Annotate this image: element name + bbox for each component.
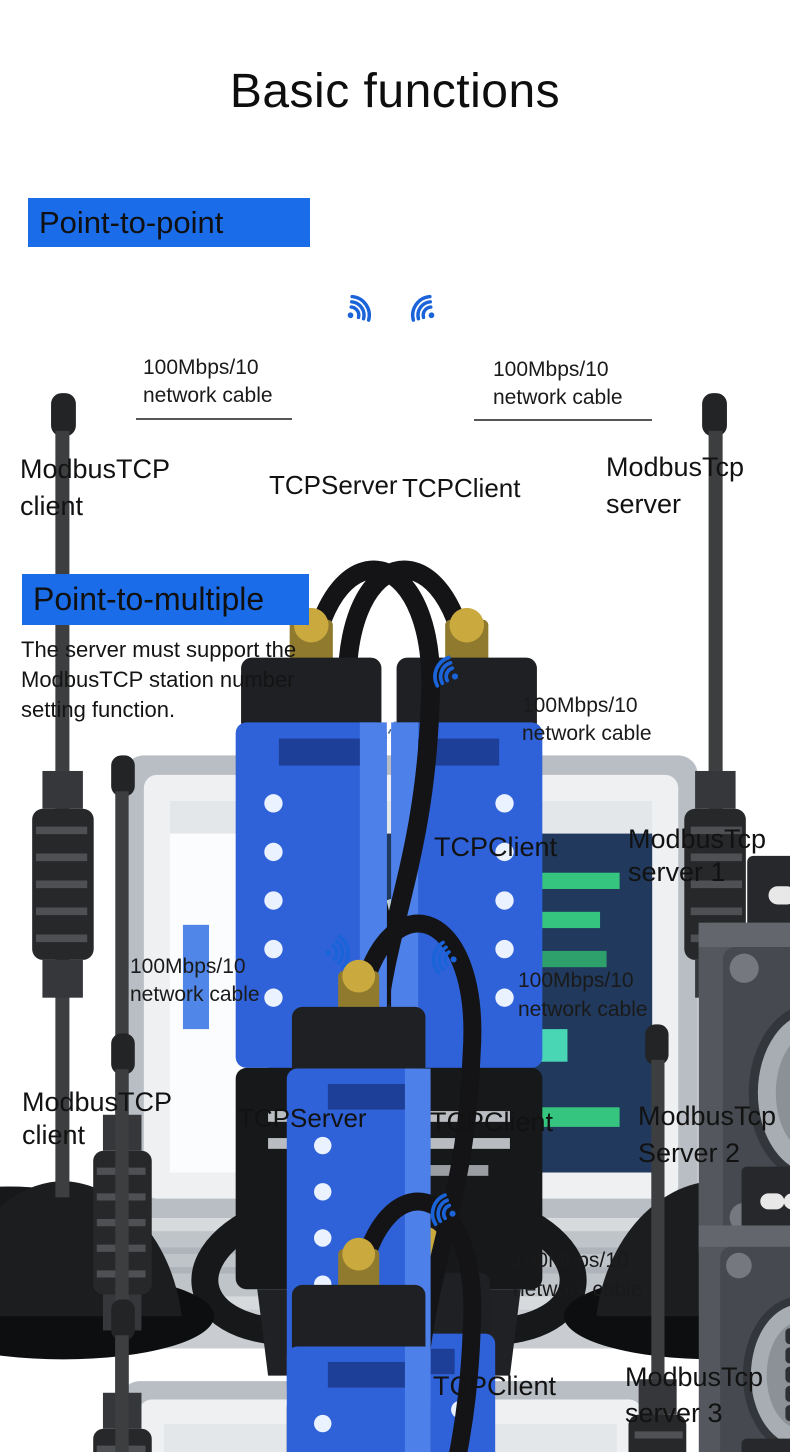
- cable-label-line2: network cable: [522, 722, 652, 745]
- cable-label-line1: 100Mbps/10: [143, 356, 259, 379]
- modbus-server1-label-line2: server 1: [628, 857, 726, 887]
- section-heading-point-to-point: Point-to-point: [28, 198, 310, 247]
- tcp-client-label: TCPClient: [433, 1371, 557, 1401]
- page-title: Basic functions: [229, 65, 561, 118]
- cable-label-line1: 100Mbps/10: [518, 969, 634, 992]
- modbus-client-label-line1: ModbusTCP: [20, 454, 171, 484]
- cable-label-line2: network cable: [513, 1278, 643, 1301]
- modbus-server3-label-line1: ModbusTcp: [625, 1362, 764, 1392]
- note-line3: setting function.: [21, 697, 176, 722]
- cable-label-line2: network cable: [143, 384, 273, 407]
- tcp-server-label: TCPServer: [269, 470, 398, 500]
- modbus-server2-label-line2: Server 2: [638, 1138, 741, 1168]
- modbus-server-label-line2: server: [606, 489, 682, 519]
- modbus-server-label-line1: ModbusTcp: [606, 452, 745, 482]
- modbus-client-label-line2: client: [22, 1120, 86, 1150]
- tcp-server-label: TCPServer: [238, 1103, 367, 1133]
- note-line1: The server must support the: [21, 637, 297, 662]
- tcp-client-label: TCPClient: [434, 832, 558, 862]
- modbus-server2-label-line1: ModbusTcp: [638, 1101, 777, 1131]
- note-line2: ModbusTCP station number: [21, 667, 295, 692]
- modbus-server1-label-line1: ModbusTcp: [628, 824, 767, 854]
- cable-label-line2: network cable: [493, 386, 623, 409]
- tcp-client-label: TCPClient: [430, 1107, 554, 1137]
- wifi-icon: [406, 291, 444, 331]
- cable-label-line2: network cable: [130, 983, 260, 1006]
- cable-label-line1: 100Mbps/10: [513, 1249, 629, 1272]
- cable-label-line1: 100Mbps/10: [130, 955, 246, 978]
- section-heading-point-to-multiple: Point-to-multiple: [22, 574, 309, 625]
- modbus-client-label-line1: ModbusTCP: [22, 1087, 173, 1117]
- modbus-client-label-line2: client: [20, 491, 84, 521]
- cable-label-line1: 100Mbps/10: [522, 694, 638, 717]
- modbus-server3-label-line2: server 3: [625, 1398, 723, 1428]
- cable-label-line1: 100Mbps/10: [493, 358, 609, 381]
- tcp-client-label: TCPClient: [402, 473, 521, 503]
- wifi-icon: [338, 291, 376, 331]
- cable-label-line2: network cable: [518, 998, 648, 1021]
